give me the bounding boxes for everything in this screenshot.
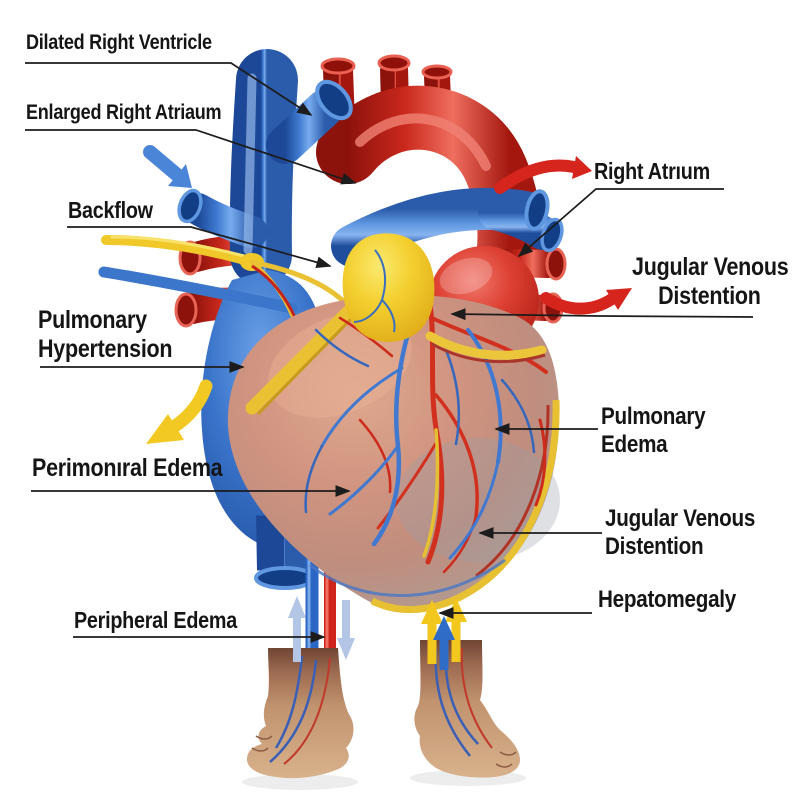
label-pulmonary-hypertension: Pulmonary Hypertension [38, 306, 173, 364]
left-foot [242, 648, 358, 790]
label-right-atrium: Right Atrıum [594, 158, 710, 184]
label-line: Hypertension [38, 335, 173, 363]
label-line: Distention [605, 532, 704, 560]
yellow-backflow-arrow-icon [146, 379, 213, 444]
label-backflow: Backflow [68, 197, 153, 223]
label-peripheral-edema: Peripheral Edema [74, 607, 237, 633]
label-line: Pulmonary [38, 306, 147, 334]
red-outflow-arrow-top-icon [494, 156, 592, 194]
right-foot [410, 640, 526, 786]
inferior-vena-cava-opening [254, 566, 316, 590]
label-line: Distention [658, 282, 761, 310]
epicardial-fat-pad [342, 233, 547, 364]
leader-enlarged-right-atriaum [25, 129, 357, 185]
label-jugular-venous-distention-upper: Jugular Venous Distention [632, 253, 789, 311]
leader-dilated-right-ventricle [25, 62, 313, 116]
blue-inflow-arrow-icon [143, 145, 192, 188]
leader-jugular-venous-upper [450, 308, 754, 321]
leader-lines [25, 62, 754, 643]
label-line: Jugular Venous [632, 253, 789, 281]
leader-right-atrium [517, 188, 724, 258]
label-perimonaral-edema: Perimonıral Edema [32, 454, 223, 482]
leader-backflow [67, 226, 332, 269]
label-dilated-right-ventricle: Dilated Right Ventricle [26, 31, 212, 54]
label-line: Pulmonary [601, 403, 706, 430]
label-jugular-venous-distention-lower: Jugular Venous Distention [605, 505, 755, 561]
label-hepatomegaly: Hepatomegaly [598, 586, 736, 613]
label-line: Jugular Venous [605, 505, 756, 532]
red-outflow-arrow-mid-icon [540, 288, 632, 315]
label-enlarged-right-atriaum: Enlarged Right Atriaum [26, 101, 222, 124]
coronary-vessels [304, 302, 548, 574]
label-line: Edema [601, 430, 668, 458]
label-pulmonary-edema: Pulmonary Edema [601, 403, 706, 459]
epicardial-fat-band [245, 305, 355, 415]
